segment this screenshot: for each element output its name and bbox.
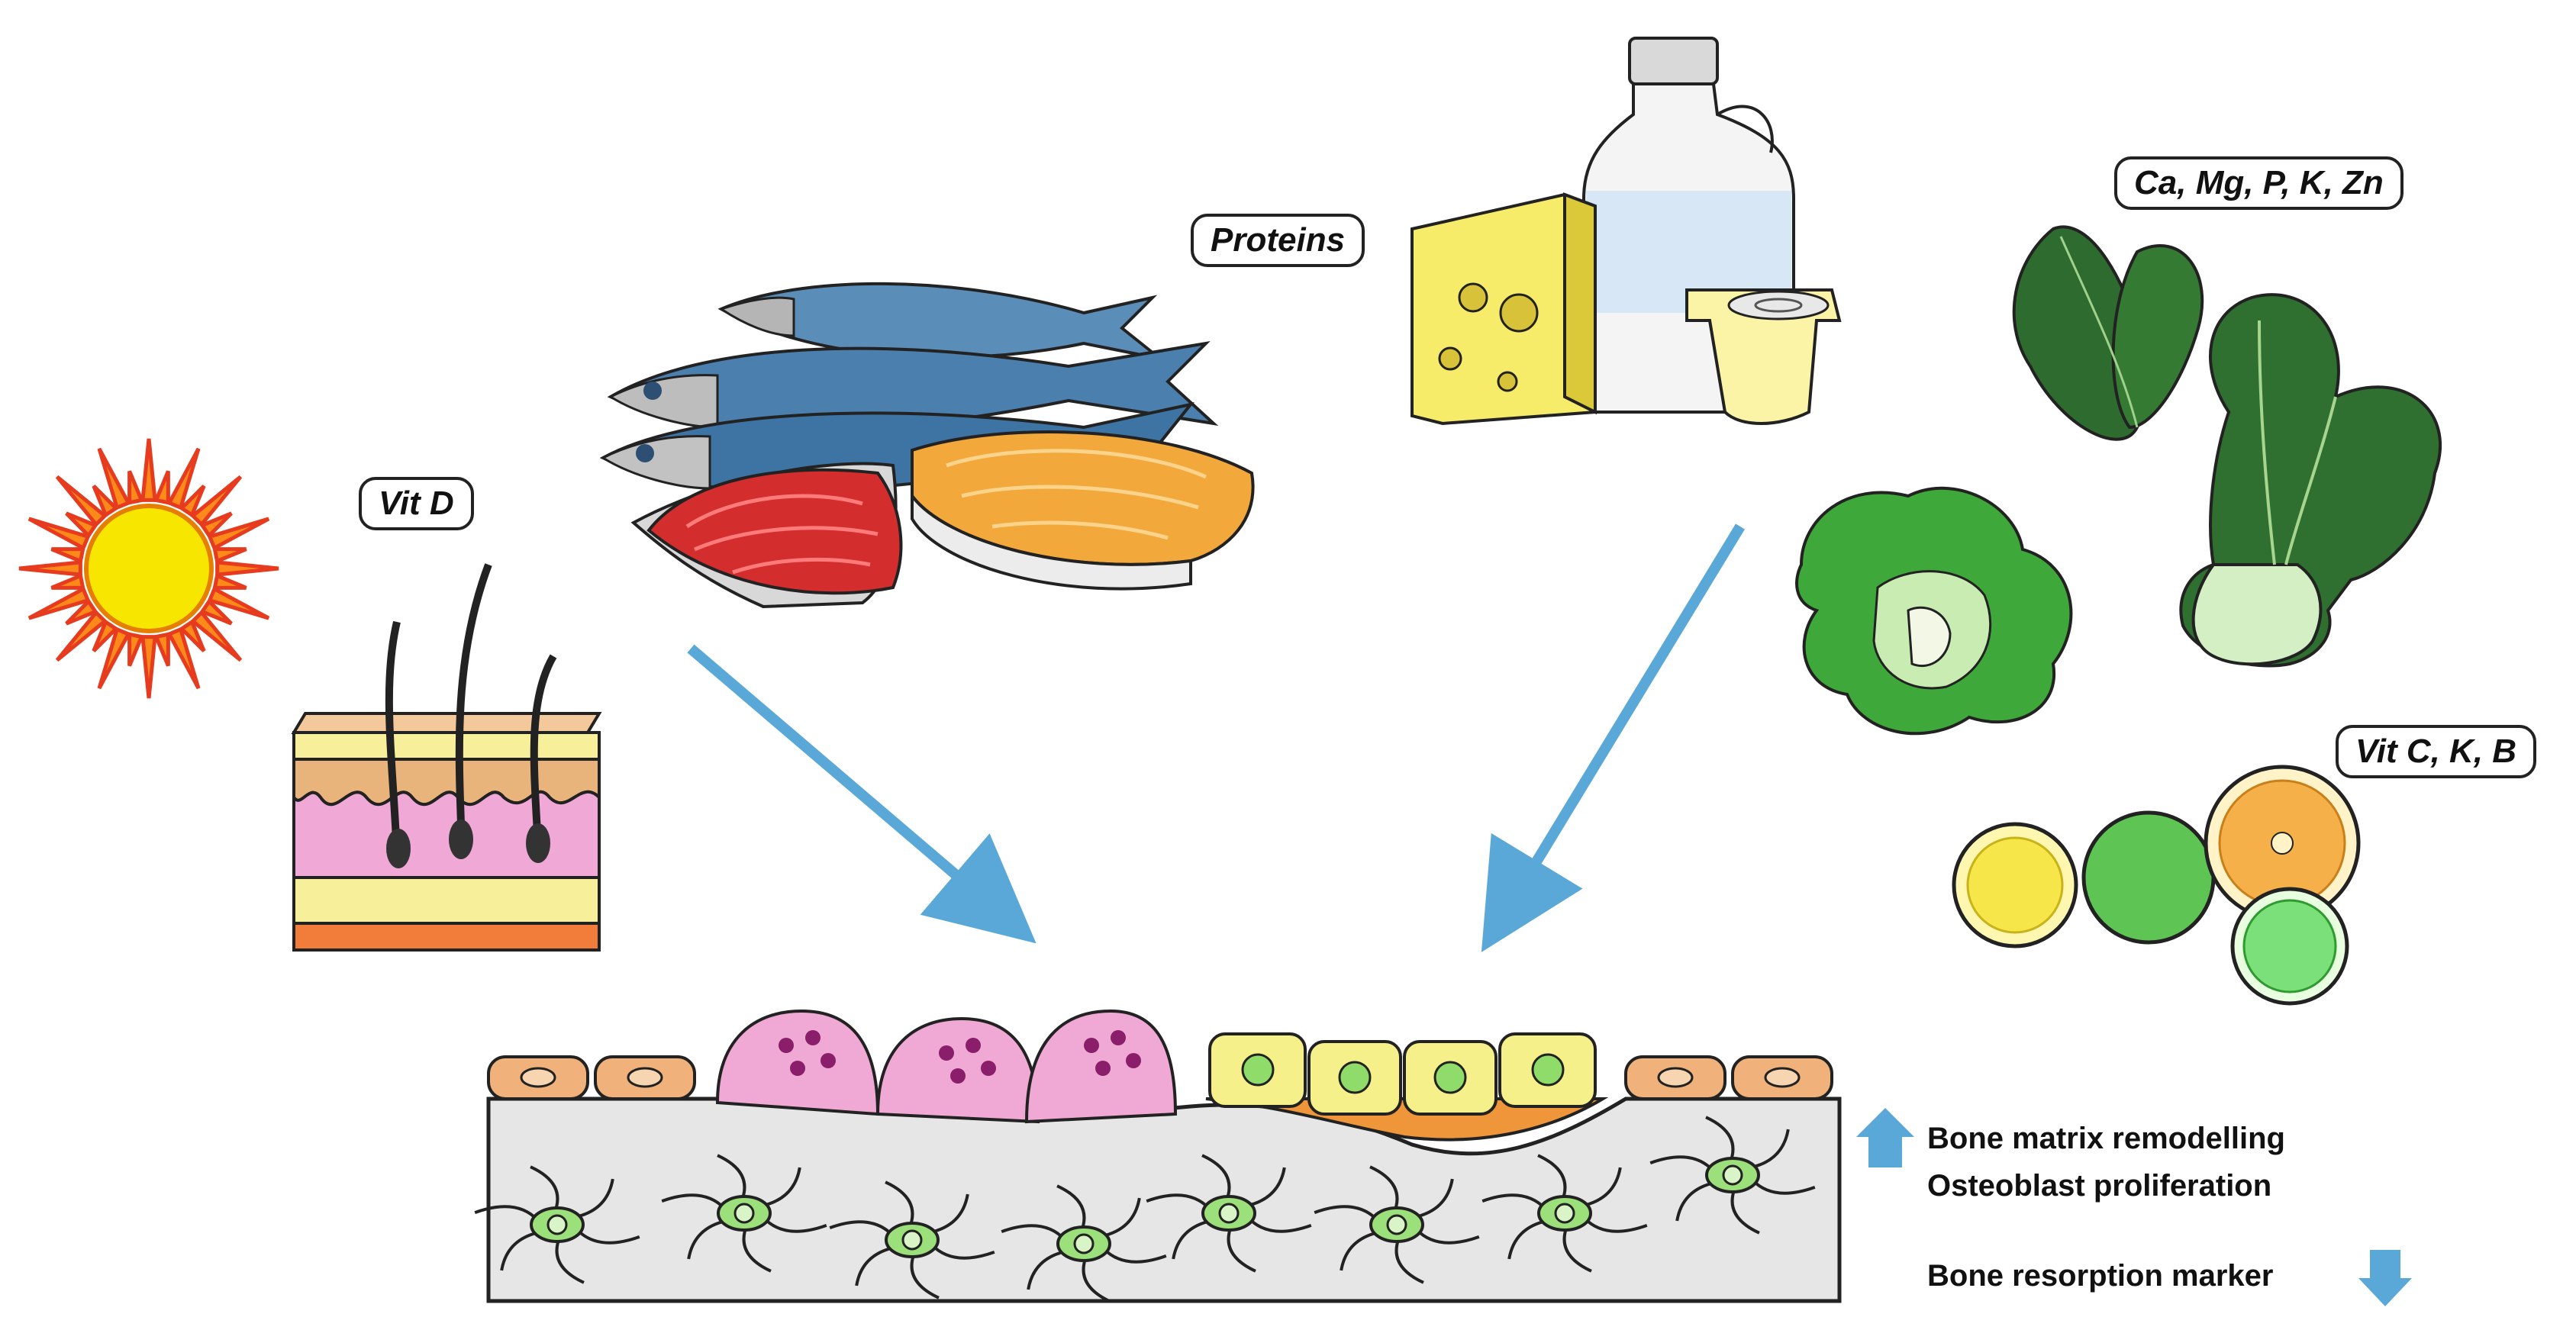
- sun-ray: [65, 598, 98, 626]
- lining-cell: [594, 1055, 696, 1100]
- osteocyte: [661, 1154, 827, 1273]
- lining-cell: [1731, 1055, 1833, 1100]
- sun-ray: [179, 485, 206, 518]
- sun-ray: [92, 619, 119, 652]
- osteoclast: [1024, 1009, 1178, 1124]
- sun-ray: [179, 619, 206, 652]
- sun-ray: [65, 511, 98, 539]
- vit-d-label: Vit D: [359, 477, 474, 530]
- osteocyte: [1001, 1184, 1167, 1303]
- legend-up-line1: Bone matrix remodelling: [1927, 1122, 2285, 1155]
- left-arrow: [687, 644, 1037, 944]
- osteoblast: [1307, 1040, 1402, 1116]
- down-arrow-icon: [2358, 1250, 2412, 1306]
- osteocyte: [1314, 1165, 1480, 1284]
- sun-ray: [18, 560, 82, 577]
- sun-ray: [199, 511, 233, 539]
- sun-ray: [153, 632, 170, 667]
- legend-down-line: Bone resorption marker: [1927, 1259, 2274, 1293]
- sun-ray: [97, 626, 131, 690]
- sun-ray: [140, 635, 157, 699]
- up-arrow-icon: [1856, 1108, 1914, 1167]
- sun-ray: [27, 586, 91, 620]
- osteoblast: [1403, 1040, 1498, 1116]
- legend-up-line2: Osteoblast proliferation: [1927, 1169, 2272, 1203]
- sun-ray: [92, 485, 119, 518]
- lining-cell: [1624, 1055, 1726, 1100]
- lining-cell: [487, 1055, 589, 1100]
- sun-ray: [212, 547, 247, 564]
- sun-ray: [127, 470, 144, 505]
- proteins-label: Proteins: [1191, 214, 1365, 267]
- osteocyte: [1146, 1154, 1312, 1273]
- osteoblast: [1208, 1032, 1307, 1108]
- sun-ray: [55, 475, 108, 528]
- sun-ray: [50, 573, 85, 590]
- sun-ray: [166, 626, 201, 690]
- sun-icon: [18, 438, 279, 699]
- sun-ray: [153, 470, 170, 505]
- sun-ray: [189, 609, 243, 662]
- nutrient-arrows: [687, 523, 1745, 952]
- fish-icon: [599, 282, 1255, 609]
- sun-ray: [207, 586, 270, 620]
- osteoclast: [715, 1009, 880, 1116]
- leafy-greens-icon: [1795, 225, 2442, 736]
- osteoblast: [1498, 1032, 1597, 1108]
- vitamins-label: Vit C, K, B: [2336, 725, 2537, 778]
- sun-ray: [207, 517, 270, 551]
- osteocyte: [1481, 1154, 1648, 1273]
- sun-ray: [50, 547, 85, 564]
- right-arrow: [1481, 523, 1745, 952]
- sun-ray: [97, 447, 131, 510]
- sun-ray: [127, 632, 144, 667]
- skin-layers-icon: [291, 563, 602, 952]
- sun-ray: [212, 573, 247, 590]
- osteoclast: [875, 1016, 1040, 1124]
- osteocyte: [1649, 1116, 1816, 1235]
- citrus-fruits-icon: [1952, 765, 2361, 1006]
- sun-ray: [199, 598, 233, 626]
- sun-ray: [140, 438, 157, 502]
- sun-ray: [189, 475, 243, 528]
- osteocyte: [474, 1165, 640, 1284]
- bone-tissue-icon: [474, 1009, 1842, 1303]
- sun-ray: [27, 517, 91, 551]
- sun-ray: [166, 447, 201, 510]
- sun-ray: [215, 560, 279, 577]
- osteocyte: [829, 1180, 995, 1299]
- dairy-products-icon: [1411, 37, 1842, 426]
- minerals-label: Ca, Mg, P, K, Zn: [2114, 156, 2404, 210]
- sun-ray: [55, 609, 108, 662]
